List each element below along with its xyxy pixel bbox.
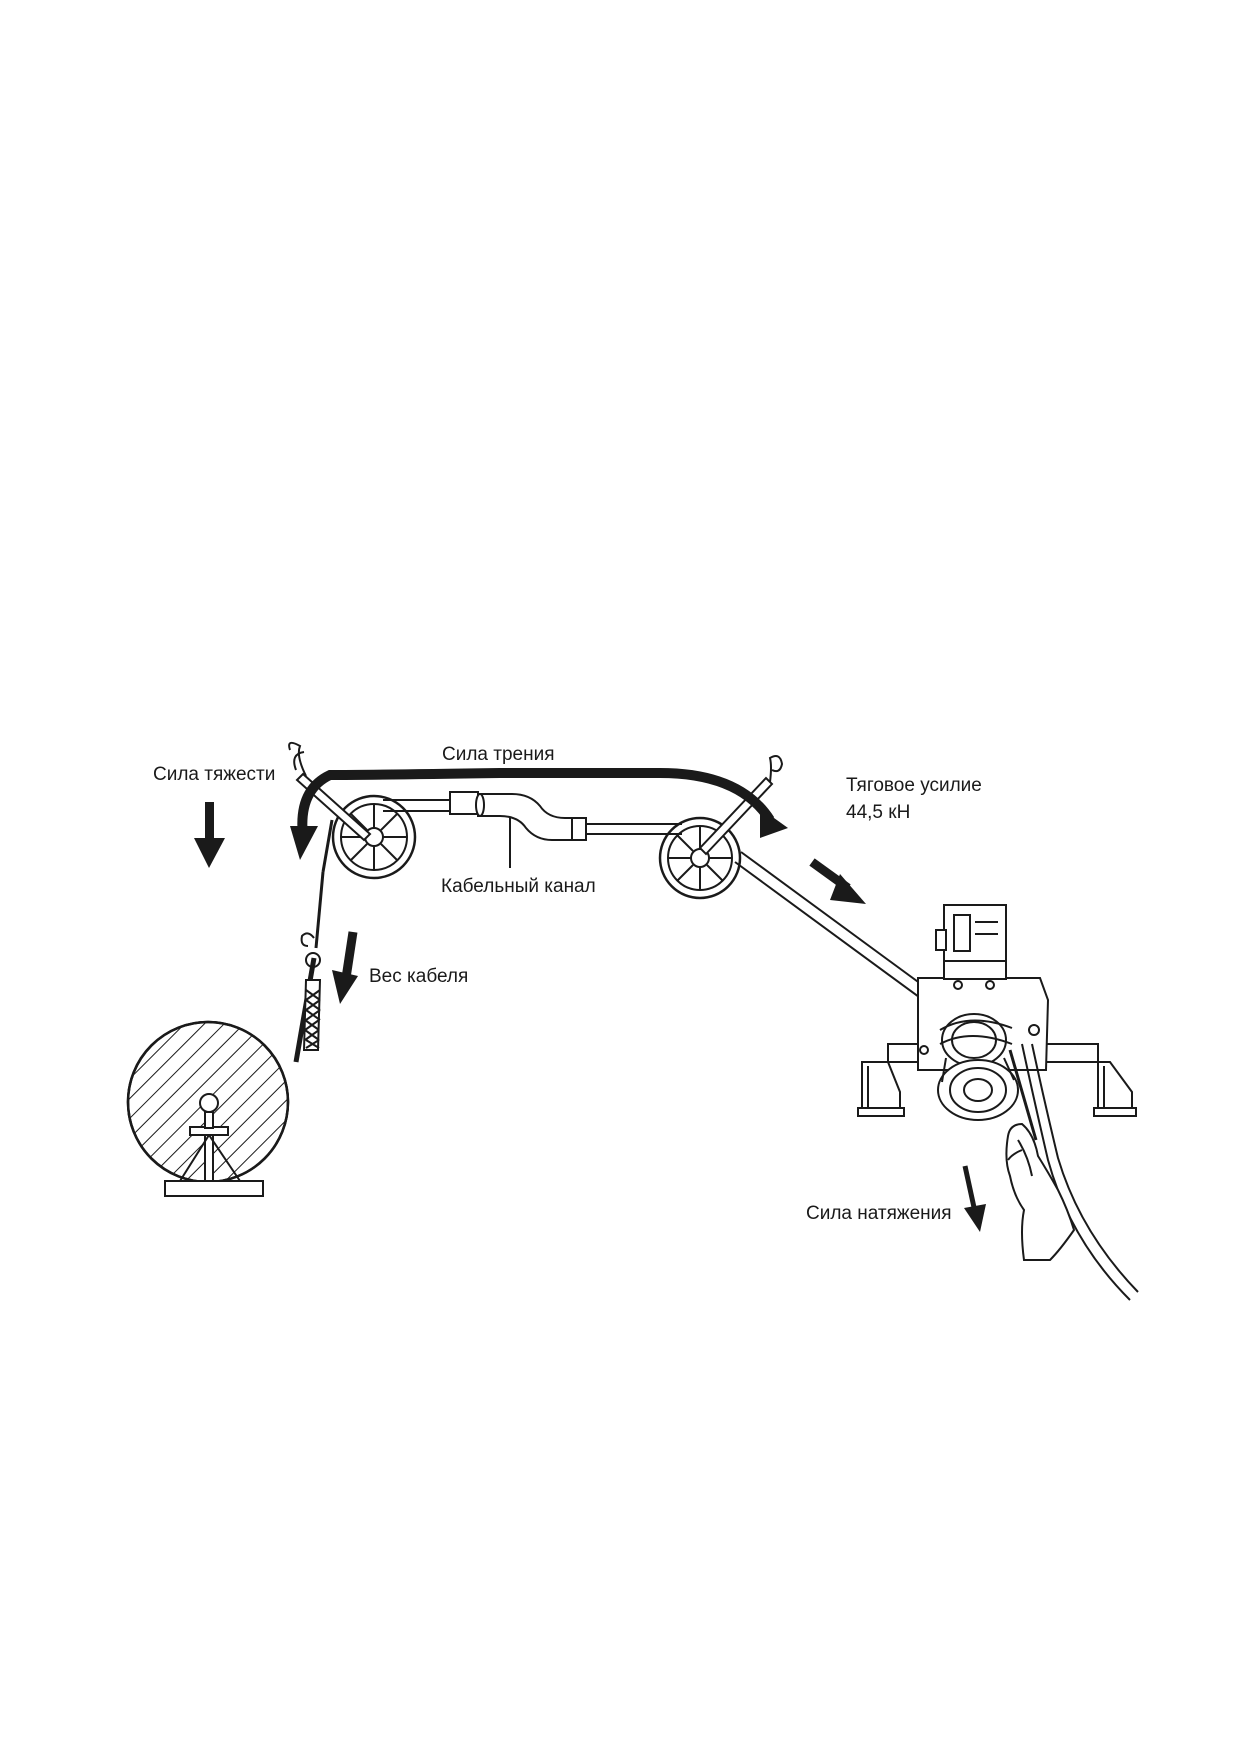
tension-label: Сила натяжения: [806, 1203, 952, 1224]
cable-weight-label: Вес кабеля: [369, 966, 468, 987]
gravity-arrow: [194, 802, 225, 868]
winch: [857, 904, 1137, 1141]
hook-right: [698, 755, 784, 856]
pulley-left: [331, 794, 417, 880]
gravity-label: Сила тяжести: [153, 764, 275, 785]
friction-label: Сила трения: [442, 744, 555, 765]
friction-arrow: [290, 768, 788, 860]
cable-weight-arrow: [332, 931, 358, 1004]
pulling-grip: [300, 932, 322, 1051]
pulling-force-arrow: [809, 858, 866, 904]
pull-value-label: 44,5 кН: [846, 802, 910, 823]
cable-duct-label: Кабельный канал: [441, 876, 596, 897]
pull-force-label: Тяговое усилие: [846, 775, 982, 796]
cable-duct: [383, 791, 682, 868]
tension-arrow: [962, 1165, 986, 1232]
tail-rope: [1021, 1043, 1139, 1301]
operator-hand: [1005, 1122, 1076, 1261]
drum-stand: [164, 1093, 264, 1197]
